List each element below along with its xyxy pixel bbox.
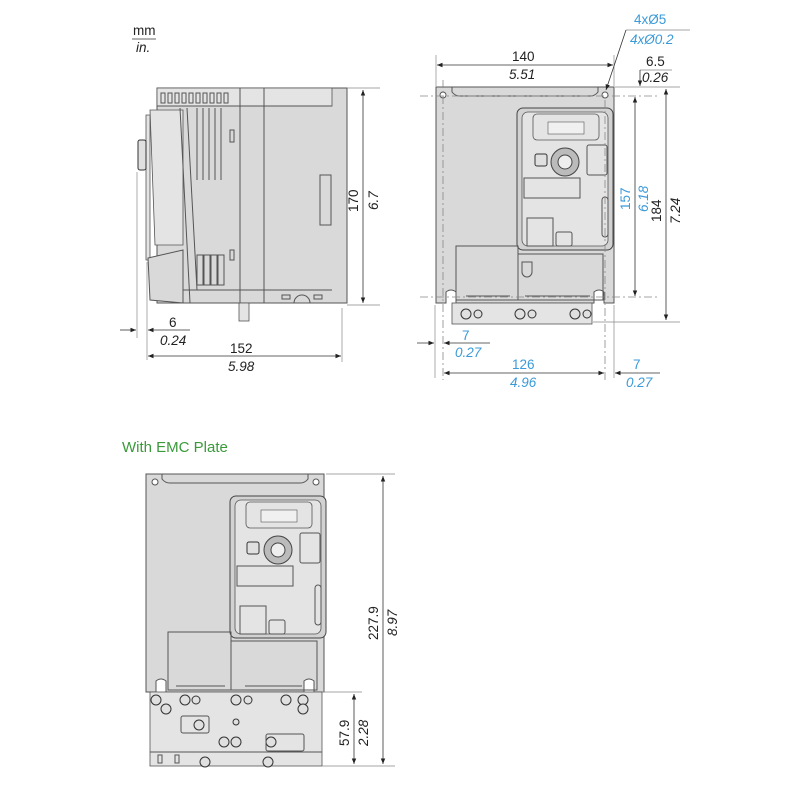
mount-hole: [151, 478, 159, 486]
label-area: [523, 177, 581, 199]
emc-view: With EMC Plate: [122, 439, 400, 768]
emc-plate-height-mm: 57.9: [337, 720, 352, 746]
emc-plate-height-in: 2.28: [356, 719, 371, 747]
emc-total-height-in: 8.97: [385, 609, 400, 636]
hole-spacing-v-mm: 157: [618, 187, 633, 210]
emc-total-height-mm: 227.9: [366, 606, 381, 640]
side-depth-mm: 152: [230, 341, 253, 356]
holes-in: 4xØ0.2: [630, 32, 674, 47]
side-offset-mm: 6: [169, 315, 177, 330]
units-legend: mm in.: [132, 23, 156, 55]
front-width-mm: 140: [512, 49, 535, 64]
esc-button: [534, 153, 548, 167]
hole-top-offset-mm: 6.5: [646, 54, 665, 69]
hole-right-margin-in: 0.27: [626, 375, 653, 390]
side-slot: [319, 174, 332, 226]
front-view: 140 5.51 4xØ5 4xØ0.2 6.5 0.26 157 6.18 1…: [417, 12, 690, 390]
side-front-cover: [149, 109, 184, 246]
hole-right-margin-mm: 7: [633, 357, 641, 372]
side-depth-in: 5.98: [228, 359, 255, 374]
front-width-in: 5.51: [509, 67, 535, 82]
hole-left-margin-mm: 7: [462, 328, 470, 343]
side-body: [156, 87, 348, 304]
hole-spacing-h-mm: 126: [512, 357, 535, 372]
side-height-in: 6.7: [366, 191, 381, 210]
brand-badge: [555, 231, 573, 247]
unit-in: in.: [136, 40, 150, 55]
front-height-in: 7.24: [668, 198, 683, 224]
hole-spacing-h-in: 4.96: [510, 375, 537, 390]
side-height-mm: 170: [346, 189, 361, 212]
side-connector: [238, 302, 250, 322]
hole-spacing-v-in: 6.18: [636, 185, 651, 212]
side-view: 170 6.7 6 0.24 152 5.98: [120, 87, 381, 374]
mount-hole: [312, 478, 320, 486]
side-knob: [137, 139, 147, 171]
unit-mm: mm: [133, 23, 156, 38]
emc-title: With EMC Plate: [122, 439, 228, 456]
holes-mm: 4xØ5: [634, 12, 666, 27]
side-offset-in: 0.24: [160, 333, 186, 348]
front-height-mm: 184: [649, 199, 664, 222]
hole-left-margin-in: 0.27: [455, 345, 482, 360]
mount-hole: [601, 91, 609, 99]
hole-top-offset-in: 0.26: [642, 70, 669, 85]
